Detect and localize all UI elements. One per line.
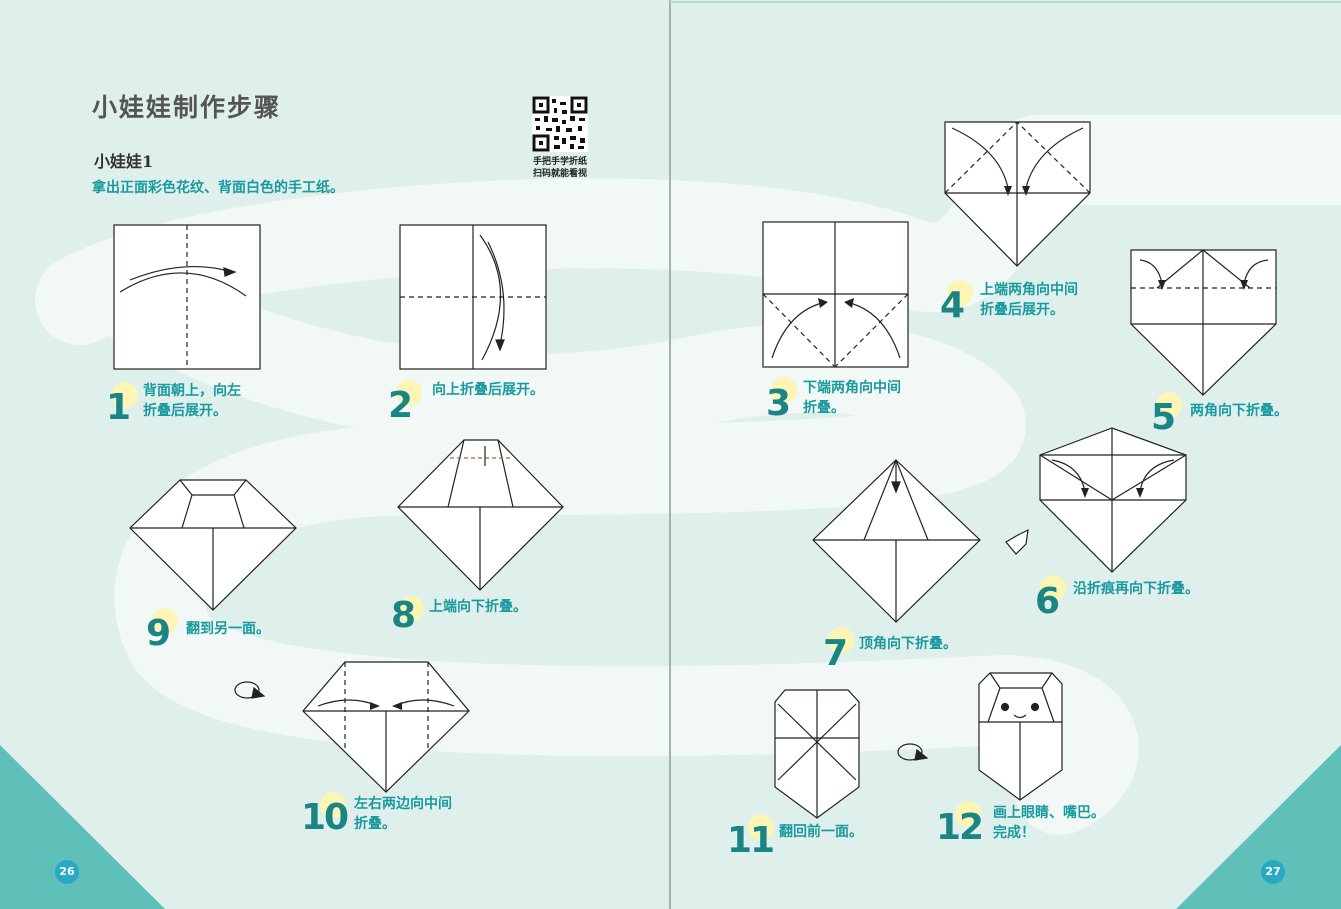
step-6-text: 沿折痕再向下折叠。 [1073,581,1199,597]
step-1-number: 1 [106,387,131,428]
step-6-number: 6 [1035,581,1060,622]
step-12-line1: 画上眼睛、嘴巴。 [993,805,1105,821]
page-title: 小娃娃制作步骤 [92,93,282,122]
step-12-number: 12 [936,807,984,848]
step-2-number: 2 [388,385,413,426]
step-8-text: 上端向下折叠。 [429,599,527,615]
step-3-highlight [771,377,797,403]
step-1-highlight [112,382,138,408]
intro-text: 拿出正面彩色花纹、背面白色的手工纸。 [92,180,344,196]
doll-subtitle: 小娃娃1 [94,152,154,171]
step-2-text: 向上折叠后展开。 [432,382,544,398]
step-11-number: 11 [727,820,775,861]
step-1-text: 背面朝上，向左 折叠后展开。 [143,381,241,421]
step-10-highlight [320,792,346,818]
step-12-text: 画上眼睛、嘴巴。 完成！ [993,803,1105,843]
step-5-highlight [1156,392,1182,418]
step-4-number: 4 [940,285,965,326]
step-3-number: 3 [766,383,791,424]
step-7-highlight [828,627,854,653]
page-number-right: 27 [1261,860,1285,884]
step-4-line2: 折叠后展开。 [980,302,1064,318]
step-12-highlight [955,801,981,827]
step-11-text: 翻回前一面。 [779,824,863,840]
step-3-text: 下端两角向中间 折叠。 [803,378,901,418]
step-1-line1: 背面朝上，向左 [143,383,241,399]
step-10-line2: 折叠。 [354,816,396,832]
step-10-line1: 左右两边向中间 [354,796,452,812]
step-4-highlight [947,280,973,306]
page-number-left: 26 [55,860,79,884]
step-8-number: 8 [391,595,416,636]
step-8-highlight [398,596,424,622]
qr-caption-line1: 手把手学折纸 [532,157,587,167]
step-7-text: 顶角向下折叠。 [859,636,957,652]
step-5-text: 两角向下折叠。 [1190,403,1288,419]
qr-code-icon[interactable] [532,96,588,152]
step-11-highlight [748,814,774,840]
step-3-line1: 下端两角向中间 [803,380,901,396]
step-4-line1: 上端两角向中间 [980,282,1078,298]
step-5-number: 5 [1151,397,1176,438]
step-2-highlight [396,380,422,406]
step-9-text: 翻到另一面。 [186,621,270,637]
qr-caption: 手把手学折纸 扫码就能看视 [524,156,596,180]
step-6-highlight [1040,575,1066,601]
step-10-text: 左右两边向中间 折叠。 [354,794,452,834]
step-4-text: 上端两角向中间 折叠后展开。 [980,280,1078,320]
step-3-line2: 折叠。 [803,400,845,416]
step-9-number: 9 [146,613,171,654]
qr-caption-line2: 扫码就能看视 [532,169,587,179]
step-12-line2: 完成！ [993,825,1035,841]
step-9-highlight [152,608,178,634]
step-1-line2: 折叠后展开。 [143,403,227,419]
step-10-number: 10 [301,797,349,838]
step-7-number: 7 [823,633,848,674]
